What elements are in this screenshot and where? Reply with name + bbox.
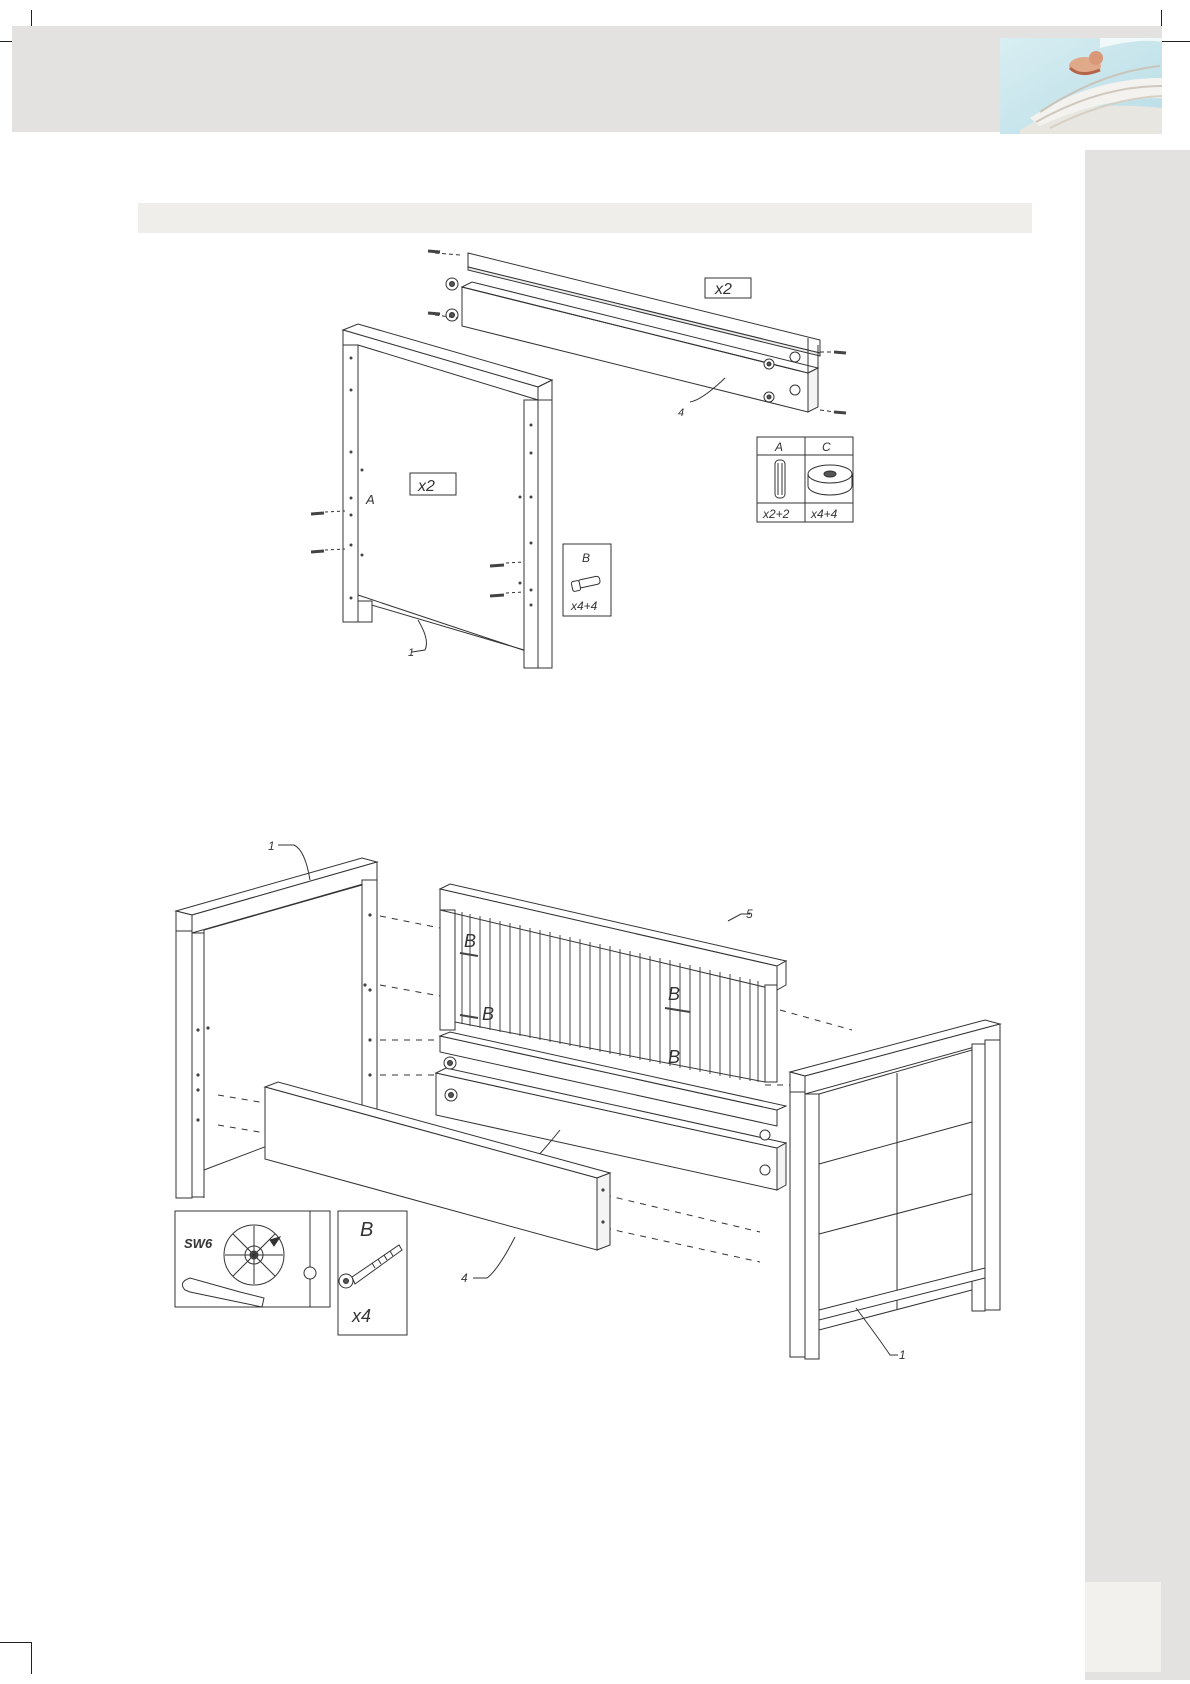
fitting-label: C bbox=[822, 440, 831, 454]
fitting-label: B bbox=[582, 551, 590, 565]
part-number-label: 1 bbox=[268, 839, 275, 853]
bolt-label: B bbox=[482, 1004, 494, 1024]
bolt-label: B bbox=[668, 984, 680, 1004]
wooden-dowel-icon bbox=[775, 460, 785, 498]
connector-bolt-icon bbox=[460, 953, 690, 1018]
right-end-panel bbox=[790, 1020, 1000, 1359]
part-number-label: 4 bbox=[461, 1271, 468, 1285]
step1-diagram: x2 4 A x2 1 bbox=[0, 0, 1190, 760]
part-number-label: 1 bbox=[899, 1348, 906, 1362]
tool-label: SW6 bbox=[184, 1236, 213, 1251]
cam-lock-icon bbox=[808, 465, 852, 495]
crop-mark bbox=[31, 1642, 32, 1674]
leader-line bbox=[412, 620, 426, 652]
fitting-label: B bbox=[360, 1219, 373, 1241]
part-number-label: 5 bbox=[746, 907, 753, 921]
fitting-qty: x4+4 bbox=[570, 599, 598, 613]
fitting-qty: x4 bbox=[351, 1306, 371, 1326]
leader-line bbox=[473, 1237, 515, 1278]
part-number-label: 1 bbox=[408, 647, 414, 659]
part-number-label: 4 bbox=[678, 407, 684, 419]
fitting-label: A bbox=[774, 440, 783, 454]
bolt-label: B bbox=[464, 931, 476, 951]
page-number-box bbox=[1085, 1582, 1161, 1672]
panel-qty-label: x2 bbox=[417, 478, 435, 495]
fitting-qty: x4+4 bbox=[810, 507, 838, 521]
bolt-label: B bbox=[668, 1047, 680, 1067]
dowel-label: A bbox=[365, 492, 375, 507]
rail-qty-label: x2 bbox=[714, 281, 732, 298]
step2-diagram: 1 bbox=[0, 820, 1190, 1380]
crop-mark bbox=[0, 1642, 32, 1643]
fitting-qty: x2+2 bbox=[762, 507, 790, 521]
